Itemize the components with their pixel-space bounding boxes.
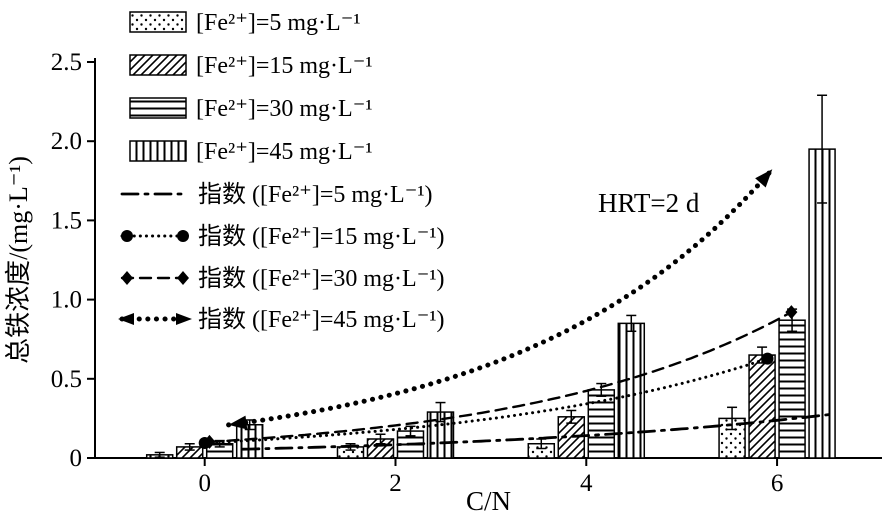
tick-labels: 0 0.5 1.0 1.5 2.0 2.5 0 2 4 6 — [51, 49, 784, 497]
legend: [Fe²⁺]=5 mg·L⁻¹ [Fe²⁺]=15 mg·L⁻¹ [Fe²⁺]=30… — [118, 10, 445, 333]
error-bar — [435, 401, 446, 423]
legend-swatch — [129, 11, 187, 33]
legend-label: 指数 ([Fe²⁺]=45 mg·L⁻¹) — [198, 306, 445, 333]
fit-curve — [208, 310, 793, 444]
bar — [617, 322, 646, 459]
error-bar — [596, 382, 607, 397]
diamond-marker — [785, 305, 798, 320]
diamond-marker — [203, 434, 216, 449]
legend-swatch — [129, 97, 187, 119]
x-tick-label: 4 — [580, 470, 593, 497]
fit-curves — [198, 166, 831, 451]
legend-swatch — [129, 54, 187, 76]
error-bar — [184, 442, 195, 451]
x-tick-label: 2 — [389, 470, 402, 497]
bars — [145, 94, 836, 459]
legend-label: [Fe²⁺]=5 mg·L⁻¹ — [196, 10, 361, 36]
legend-label: [Fe²⁺]=30 mg·L⁻¹ — [196, 96, 373, 122]
error-bar — [727, 406, 738, 431]
y-tick-label: 2.5 — [51, 49, 82, 76]
y-tick-label: 0.5 — [51, 366, 82, 393]
y-tick-label: 1.5 — [51, 207, 82, 234]
x-tick-label: 6 — [771, 470, 784, 497]
y-axis-label: 总铁浓度/(mg·L⁻¹) — [4, 156, 33, 364]
legend-label: 指数 ([Fe²⁺]=30 mg·L⁻¹) — [198, 265, 445, 292]
x-axis-label: C/N — [466, 486, 511, 516]
legend-markers — [121, 271, 189, 285]
bar — [587, 389, 616, 459]
arrow-marker — [755, 169, 773, 188]
legend-label: [Fe²⁺]=45 mg·L⁻¹ — [196, 139, 373, 165]
legend-label: [Fe²⁺]=15 mg·L⁻¹ — [196, 53, 373, 79]
legend-markers — [121, 230, 189, 242]
bar — [748, 354, 776, 459]
legend-label: 指数 ([Fe²⁺]=5 mg·L⁻¹) — [198, 181, 433, 208]
error-bar — [566, 409, 577, 424]
curve-markers — [203, 305, 798, 449]
y-tick-label: 2.0 — [51, 128, 82, 155]
curve-markers — [228, 169, 773, 430]
circle-marker — [761, 352, 774, 365]
arrow-marker — [228, 415, 248, 430]
y-tick-label: 0 — [70, 445, 83, 472]
error-bar — [154, 451, 165, 458]
x-tick-label: 0 — [198, 470, 211, 497]
legend-swatch — [129, 140, 187, 162]
legend-markers — [118, 313, 192, 325]
error-bar — [626, 314, 637, 333]
y-tick-label: 1.0 — [51, 287, 82, 314]
fit-curve — [226, 166, 775, 428]
legend-label: 指数 ([Fe²⁺]=15 mg·L⁻¹) — [198, 223, 445, 250]
fit-curve — [241, 413, 831, 451]
error-bar — [817, 94, 828, 204]
annotation-hrt: HRT=2 d — [598, 188, 700, 218]
bar — [778, 319, 806, 459]
